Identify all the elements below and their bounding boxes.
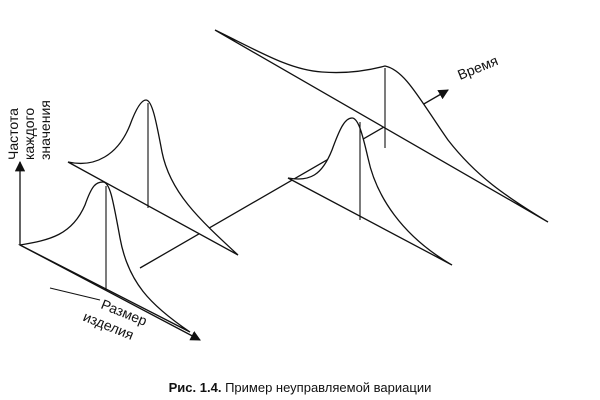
- distribution-4: [214, 29, 549, 223]
- caption-text: Пример неуправляемой вариации: [225, 380, 432, 395]
- distribution-2: [67, 99, 239, 256]
- size-axis-tail: [49, 287, 101, 301]
- frequency-axis-label: Частота каждого значения: [5, 100, 53, 160]
- freq-line-1: Частота: [5, 108, 21, 160]
- distribution-3: [287, 117, 453, 266]
- figure-caption: Рис. 1.4. Пример неуправляемой вариации: [0, 380, 600, 395]
- freq-line-3: значения: [37, 100, 53, 160]
- time-axis-label: Время: [455, 52, 500, 83]
- caption-number: Рис. 1.4.: [168, 380, 222, 395]
- freq-line-2: каждого: [21, 108, 37, 160]
